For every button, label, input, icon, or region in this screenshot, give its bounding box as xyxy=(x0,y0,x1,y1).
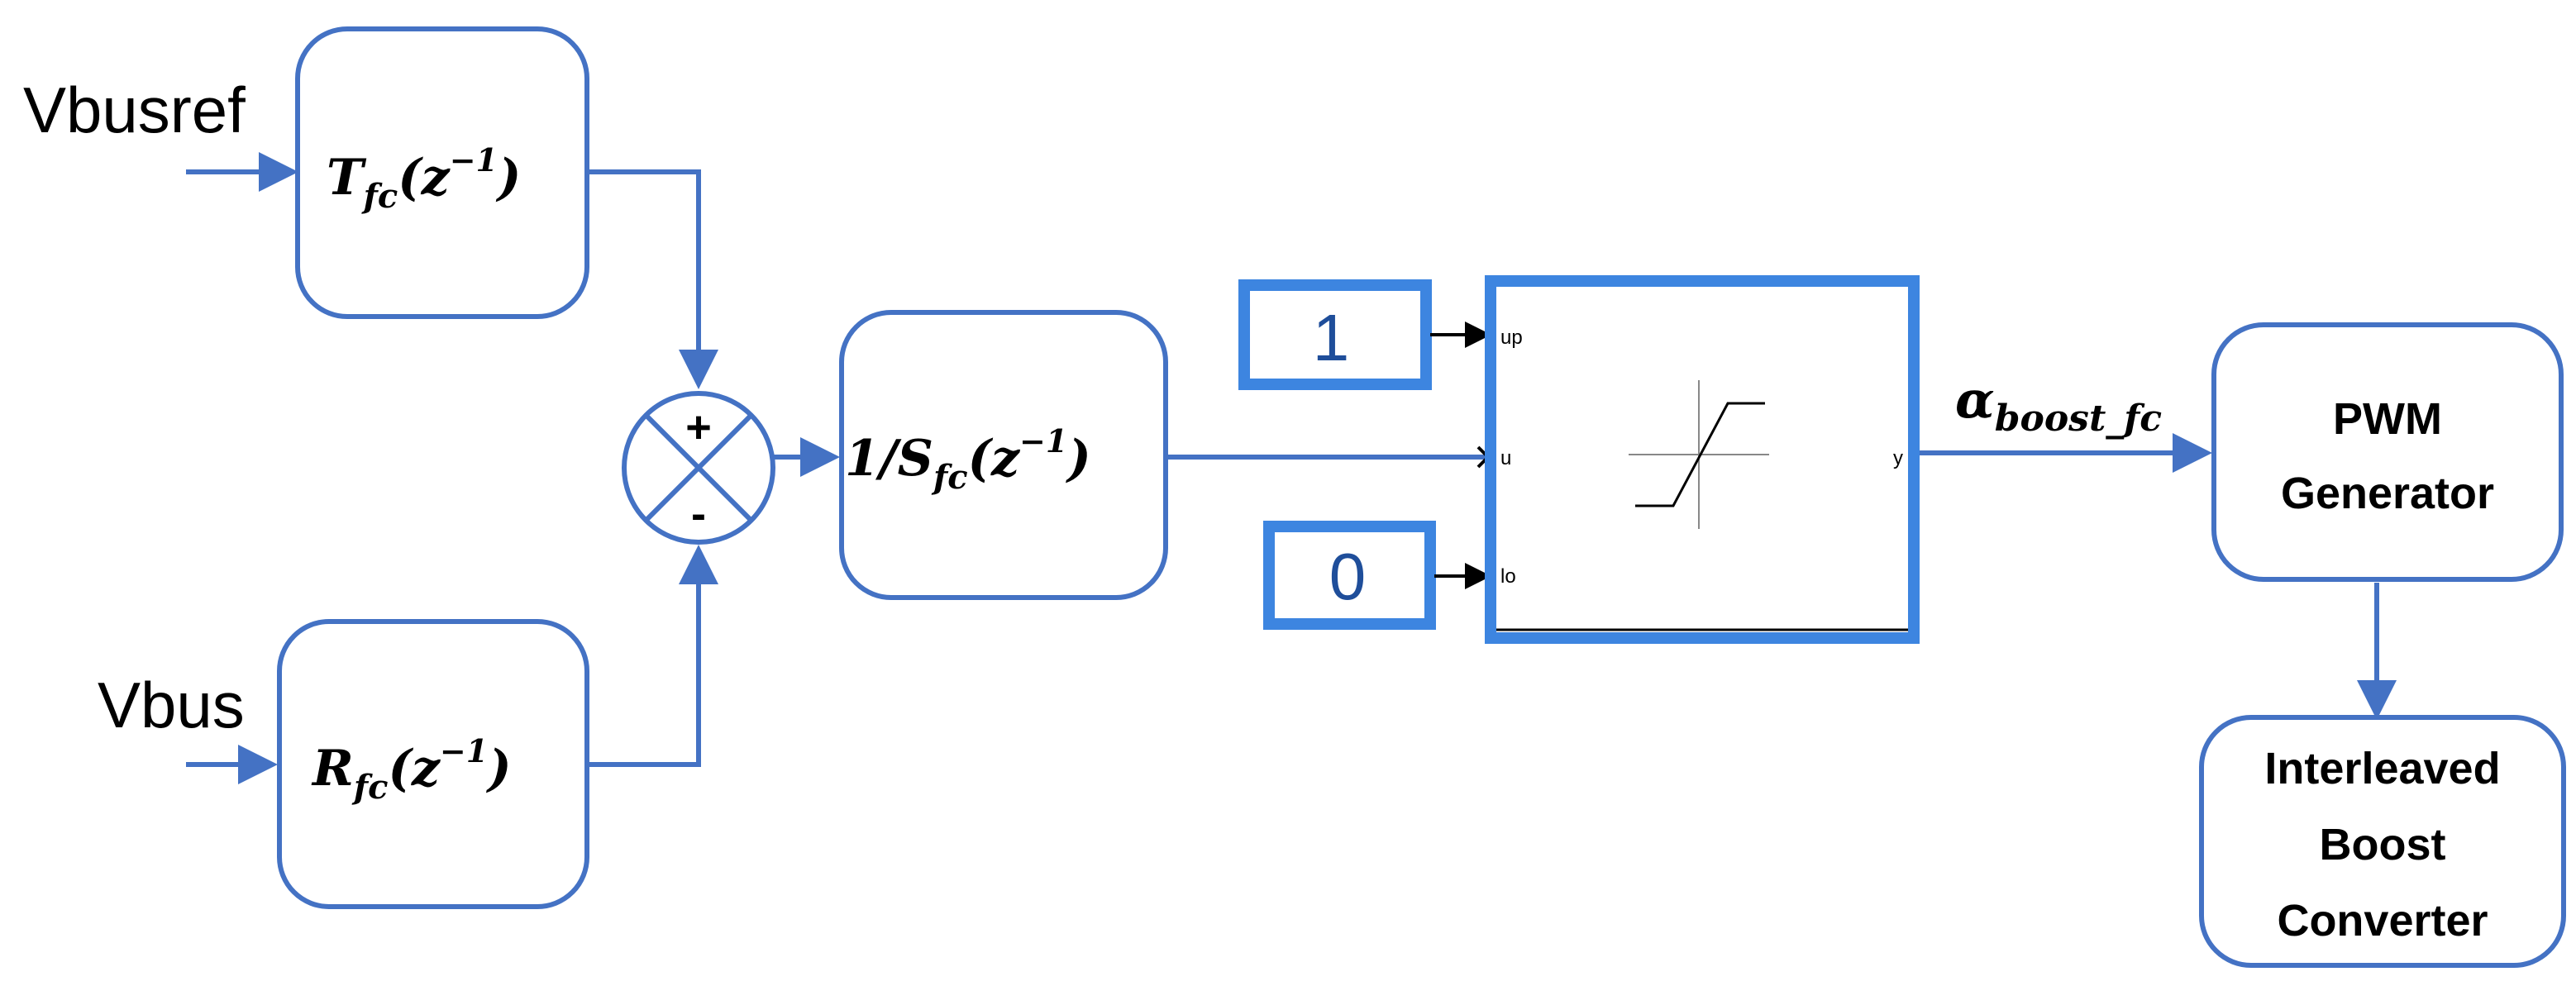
r-block-formula: Rfc(z−1) xyxy=(311,732,512,807)
constant-upper-block: 1 xyxy=(1238,279,1432,390)
r-block-frame xyxy=(277,619,589,909)
signal-wires xyxy=(186,152,2397,784)
alpha-boost-fc-label: αboost_fc xyxy=(1955,369,2162,440)
t-block-formula: Tfc(z−1) xyxy=(327,141,521,216)
constant-upper-frame xyxy=(1238,279,1432,390)
saturation-frame xyxy=(1485,275,1920,644)
s-block-frame xyxy=(839,310,1168,600)
wire-r-to-sum xyxy=(589,545,718,767)
boost-line2: Boost xyxy=(2320,820,2446,869)
s-block-formula: 1/Sfc(z−1) xyxy=(845,422,1091,497)
vbus-label: Vbus xyxy=(98,669,245,741)
port-lo-label: lo xyxy=(1500,565,1516,588)
port-u-label: u xyxy=(1500,447,1511,469)
constant-lower-value: 0 xyxy=(1329,540,1367,613)
boost-line1: Interleaved xyxy=(2264,744,2500,793)
boost-block-frame xyxy=(2199,715,2566,968)
port-y-label: y xyxy=(1893,447,1903,469)
summing-junction: + - xyxy=(622,391,775,545)
t-transfer-block: Tfc(z−1) xyxy=(295,26,589,319)
constant-upper-value: 1 xyxy=(1313,301,1350,374)
sum-plus-sign: + xyxy=(685,402,712,452)
pwm-block-frame xyxy=(2211,322,2564,582)
vbusref-label: Vbusref xyxy=(23,74,246,146)
sum-minus-sign: - xyxy=(691,489,706,539)
wire-t-to-sum xyxy=(589,169,718,389)
port-up-label: up xyxy=(1500,326,1523,349)
pwm-line1: PWM xyxy=(2333,394,2442,444)
saturation-icon xyxy=(1629,380,1769,529)
boost-converter-block: Interleaved Boost Converter xyxy=(2199,715,2566,968)
t-block-frame xyxy=(295,26,589,319)
constant-lower-block: 0 xyxy=(1263,521,1436,630)
pwm-generator-block: PWM Generator xyxy=(2211,322,2564,582)
pwm-line2: Generator xyxy=(2281,469,2494,518)
sum-cross-b xyxy=(643,412,754,523)
constant-lower-frame xyxy=(1263,521,1436,630)
saturation-block: up u lo y xyxy=(1485,275,1920,644)
boost-line3: Converter xyxy=(2277,896,2488,946)
s-transfer-block: 1/Sfc(z−1) xyxy=(839,310,1168,600)
r-transfer-block: Rfc(z−1) xyxy=(277,619,589,909)
